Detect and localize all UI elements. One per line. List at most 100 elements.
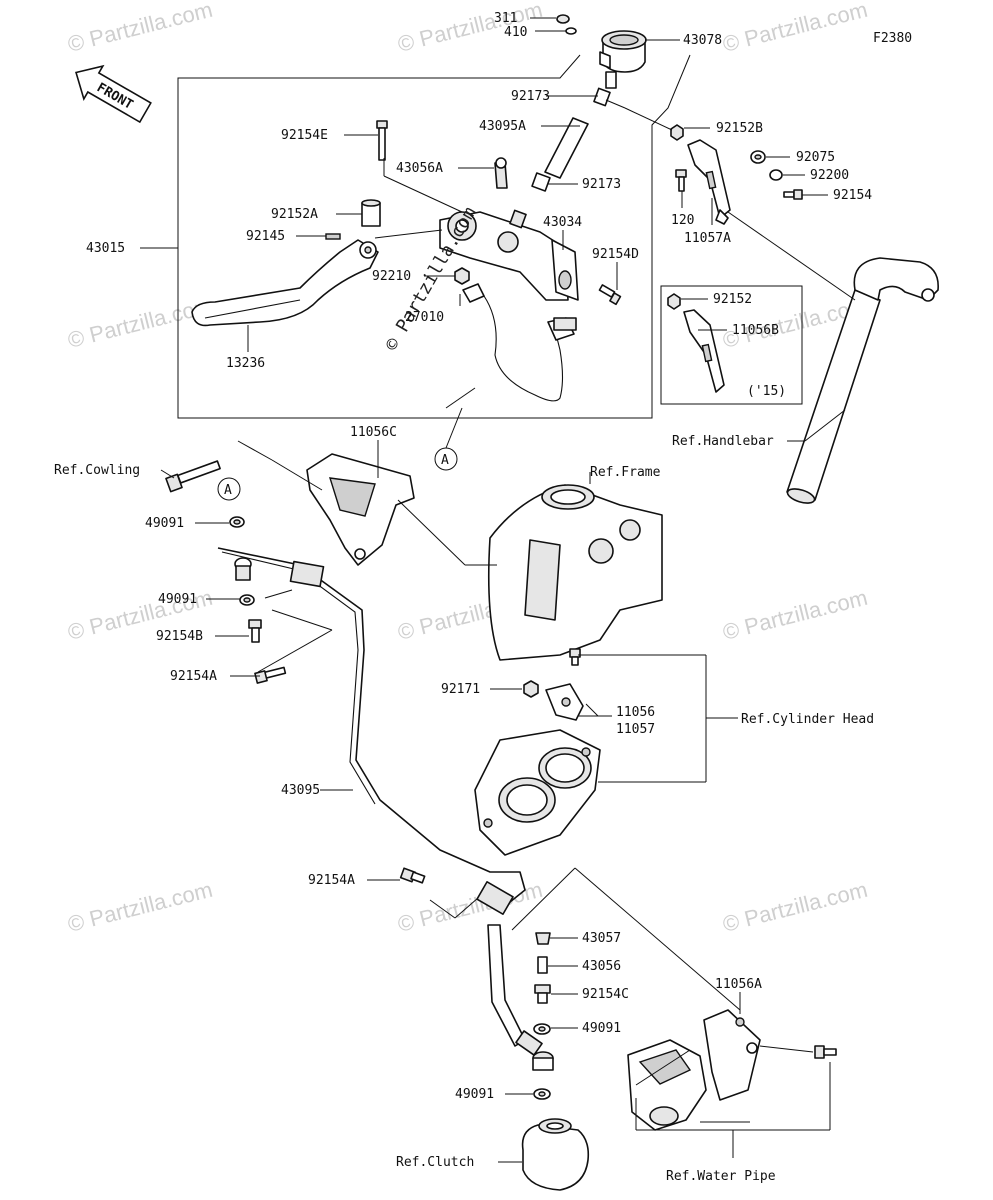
label-43056: 43056 bbox=[582, 959, 621, 974]
marker-a-left: A bbox=[217, 477, 241, 501]
label-27010: 27010 bbox=[405, 310, 444, 325]
washer-49091-b bbox=[239, 594, 255, 606]
label-ref-handlebar: Ref.Handlebar bbox=[672, 434, 774, 449]
pin-92145 bbox=[325, 233, 341, 240]
label-49091-b: 49091 bbox=[158, 592, 197, 607]
bracket-11057a bbox=[687, 139, 731, 225]
bolt-92154 bbox=[783, 189, 803, 200]
bolt-92154a-lower bbox=[399, 867, 426, 884]
label-49091-c: 49091 bbox=[582, 1021, 621, 1036]
label-410: 410 bbox=[504, 25, 527, 40]
bracket-11056a bbox=[703, 1009, 761, 1101]
nut-92152b bbox=[670, 124, 684, 141]
cap-311 bbox=[556, 14, 570, 24]
label-92210: 92210 bbox=[372, 269, 411, 284]
label-92171: 92171 bbox=[441, 682, 480, 697]
bleeder-43056 bbox=[537, 956, 548, 974]
bolt-head-top bbox=[569, 648, 581, 666]
clutch-lever bbox=[191, 239, 379, 327]
marker-letter: A bbox=[224, 483, 232, 498]
nut-92210 bbox=[454, 267, 470, 285]
master-cylinder-frame bbox=[140, 54, 691, 419]
bolt-92154c bbox=[534, 984, 551, 1004]
bolt-92154a-upper bbox=[254, 666, 287, 684]
label-92154d: 92154D bbox=[592, 247, 639, 262]
cap-43057 bbox=[535, 932, 551, 945]
bracket-11056b bbox=[667, 293, 725, 393]
watermark: © Partzilla.com bbox=[65, 877, 215, 937]
front-arrow: FRONT bbox=[75, 64, 152, 124]
label-11056a: 11056A bbox=[715, 977, 762, 992]
marker-letter: A bbox=[441, 453, 449, 468]
label-92152: 92152 bbox=[713, 292, 752, 307]
label-11056b: 11056B bbox=[732, 323, 779, 338]
label-ref-cylinder-head: Ref.Cylinder Head bbox=[741, 712, 874, 727]
label-ref-frame: Ref.Frame bbox=[590, 465, 661, 480]
label-ref-water-pipe: Ref.Water Pipe bbox=[666, 1169, 776, 1184]
label-43034: 43034 bbox=[543, 215, 582, 230]
label-43095a: 43095A bbox=[479, 119, 526, 134]
label-92154b: 92154B bbox=[156, 629, 203, 644]
label-92154a-lower: 92154A bbox=[308, 873, 355, 888]
label-92154: 92154 bbox=[833, 188, 872, 203]
cowling-bolt bbox=[165, 460, 221, 493]
bolt-92154e bbox=[376, 120, 388, 161]
watermark: © Partzilla.com bbox=[65, 293, 215, 353]
bolt-120 bbox=[675, 169, 687, 192]
diagram-code: F2380 bbox=[873, 31, 912, 46]
label-11056c: 11056C bbox=[350, 425, 397, 440]
master-cylinder-body bbox=[439, 209, 569, 301]
washer-92075 bbox=[750, 150, 766, 164]
handlebar bbox=[786, 257, 939, 504]
water-pipe-bolt bbox=[814, 1045, 837, 1059]
banjo-lower bbox=[532, 1051, 554, 1071]
reservoir-tank bbox=[599, 30, 647, 89]
label-11057a: 11057A bbox=[684, 231, 731, 246]
label-92145: 92145 bbox=[246, 229, 285, 244]
label-43057: 43057 bbox=[582, 931, 621, 946]
watermark-group: © Partzilla.com © Partzilla.com © Partzi… bbox=[65, 0, 870, 937]
switch-27010 bbox=[462, 283, 577, 402]
label-311: 311 bbox=[494, 11, 517, 26]
washer-410 bbox=[565, 27, 577, 35]
marker-a-top: A bbox=[434, 447, 458, 471]
label-92200: 92200 bbox=[810, 168, 849, 183]
label-13236: 13236 bbox=[226, 356, 265, 371]
watermark: © Partzilla.com bbox=[65, 0, 215, 57]
label-92154a-upper: 92154A bbox=[170, 669, 217, 684]
watermark: © Partzilla.com bbox=[720, 0, 870, 57]
bracket-15-box bbox=[660, 285, 803, 405]
label-92075: 92075 bbox=[796, 150, 835, 165]
bolt-92154b bbox=[248, 619, 262, 643]
label-11056: 11056 bbox=[616, 705, 655, 720]
washer-49091-c bbox=[533, 1023, 551, 1035]
label-92152a: 92152A bbox=[271, 207, 318, 222]
washer-92200 bbox=[769, 169, 783, 181]
label-43056a: 43056A bbox=[396, 161, 443, 176]
frame bbox=[487, 484, 663, 661]
label-92154e: 92154E bbox=[281, 128, 328, 143]
washer-49091-a bbox=[229, 516, 245, 528]
label-92154c: 92154C bbox=[582, 987, 629, 1002]
reservoir-hose bbox=[531, 87, 611, 192]
label-120: 120 bbox=[671, 213, 694, 228]
label-ref-clutch: Ref.Clutch bbox=[396, 1155, 474, 1170]
label-49091-d: 49091 bbox=[455, 1087, 494, 1102]
label-ref-cowling: Ref.Cowling bbox=[54, 463, 140, 478]
banjo-bolt-43056a bbox=[494, 157, 508, 189]
collar-92152a bbox=[361, 199, 381, 227]
label-43015: 43015 bbox=[86, 241, 125, 256]
clutch-hose bbox=[217, 547, 543, 1056]
label-49091-a: 49091 bbox=[145, 516, 184, 531]
clutch-slave-cylinder bbox=[521, 1118, 590, 1191]
cylinder-head bbox=[474, 729, 601, 856]
leader bbox=[727, 211, 856, 301]
bracket-11056 bbox=[545, 683, 584, 721]
bolt-92154d bbox=[598, 284, 622, 306]
label-43078: 43078 bbox=[683, 33, 722, 48]
label-43095: 43095 bbox=[281, 783, 320, 798]
washer-49091-d bbox=[533, 1088, 551, 1100]
clamp-43034 bbox=[551, 239, 579, 301]
nut-92171 bbox=[523, 680, 539, 698]
